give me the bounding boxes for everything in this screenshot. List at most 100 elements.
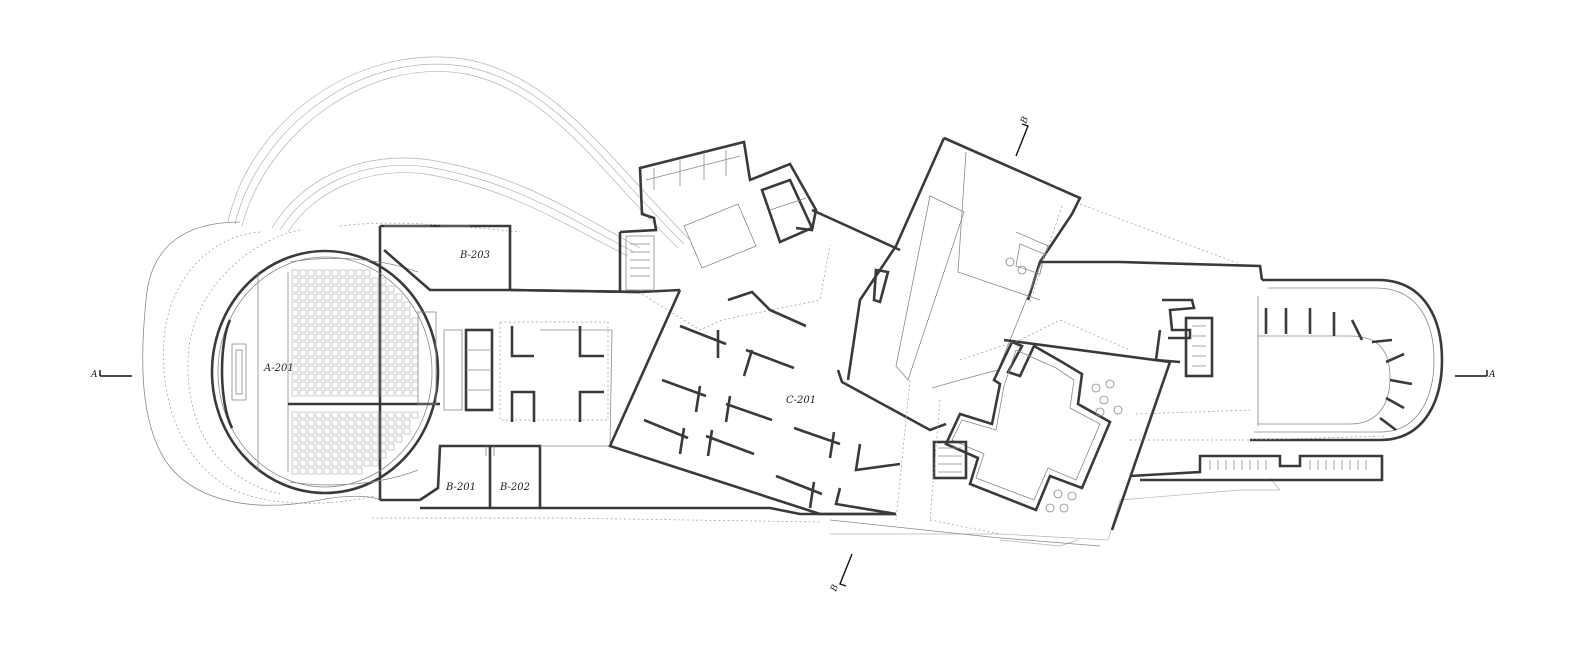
seat bbox=[379, 411, 387, 419]
seat bbox=[355, 269, 363, 277]
seat bbox=[315, 365, 323, 373]
seat bbox=[411, 333, 419, 341]
seat bbox=[363, 381, 371, 389]
seat bbox=[379, 293, 387, 301]
seat bbox=[347, 435, 355, 443]
seat bbox=[331, 365, 339, 373]
seat bbox=[387, 435, 395, 443]
seat bbox=[363, 357, 371, 365]
seat bbox=[299, 293, 307, 301]
seat bbox=[307, 325, 315, 333]
seat bbox=[403, 381, 411, 389]
seat bbox=[379, 419, 387, 427]
seat bbox=[307, 459, 315, 467]
seat bbox=[379, 309, 387, 317]
seat bbox=[371, 443, 379, 451]
seat bbox=[291, 357, 299, 365]
seat bbox=[355, 341, 363, 349]
seat bbox=[355, 459, 363, 467]
seat bbox=[387, 365, 395, 373]
seat bbox=[307, 333, 315, 341]
seat bbox=[355, 309, 363, 317]
seat bbox=[347, 373, 355, 381]
seat bbox=[403, 427, 411, 435]
seat bbox=[395, 333, 403, 341]
seat bbox=[387, 419, 395, 427]
seat bbox=[315, 419, 323, 427]
seat bbox=[363, 293, 371, 301]
seat bbox=[307, 373, 315, 381]
seat bbox=[315, 301, 323, 309]
seat bbox=[371, 309, 379, 317]
seat bbox=[379, 373, 387, 381]
seat bbox=[387, 293, 395, 301]
seat bbox=[411, 389, 419, 397]
seat bbox=[371, 277, 379, 285]
seat bbox=[395, 341, 403, 349]
seat bbox=[347, 427, 355, 435]
seat bbox=[379, 325, 387, 333]
seat bbox=[363, 285, 371, 293]
gallery-c201 bbox=[608, 289, 901, 516]
seat bbox=[307, 435, 315, 443]
seat bbox=[403, 325, 411, 333]
seat bbox=[291, 389, 299, 397]
seat bbox=[315, 459, 323, 467]
seat bbox=[331, 381, 339, 389]
seat bbox=[347, 333, 355, 341]
seat bbox=[323, 365, 331, 373]
seat bbox=[315, 381, 323, 389]
seat bbox=[371, 381, 379, 389]
seat bbox=[291, 467, 299, 475]
seat bbox=[323, 467, 331, 475]
seat bbox=[395, 309, 403, 317]
seat bbox=[403, 411, 411, 419]
seat bbox=[347, 459, 355, 467]
seat bbox=[291, 427, 299, 435]
seat bbox=[347, 309, 355, 317]
seat bbox=[339, 357, 347, 365]
seat bbox=[355, 443, 363, 451]
seat bbox=[339, 365, 347, 373]
seat bbox=[355, 411, 363, 419]
seat bbox=[339, 411, 347, 419]
seat bbox=[323, 293, 331, 301]
seat bbox=[291, 419, 299, 427]
seat bbox=[291, 269, 299, 277]
seat bbox=[379, 427, 387, 435]
seat bbox=[363, 451, 371, 459]
seat bbox=[315, 411, 323, 419]
section-label-a-right: A bbox=[1488, 370, 1496, 380]
seat bbox=[379, 301, 387, 309]
seat bbox=[347, 349, 355, 357]
seat bbox=[355, 277, 363, 285]
rooms-b201-b202 bbox=[419, 444, 895, 516]
seat bbox=[299, 309, 307, 317]
seat bbox=[347, 325, 355, 333]
seat bbox=[307, 451, 315, 459]
seat bbox=[403, 389, 411, 397]
seat bbox=[363, 411, 371, 419]
seat bbox=[331, 357, 339, 365]
seat bbox=[291, 277, 299, 285]
seat bbox=[347, 365, 355, 373]
seat bbox=[395, 419, 403, 427]
seat bbox=[323, 411, 331, 419]
room-label-b203: B-203 bbox=[459, 250, 490, 261]
seat bbox=[299, 285, 307, 293]
seat bbox=[395, 301, 403, 309]
seat bbox=[387, 389, 395, 397]
seat bbox=[411, 357, 419, 365]
seat bbox=[347, 269, 355, 277]
seat bbox=[291, 285, 299, 293]
seat bbox=[323, 285, 331, 293]
seat bbox=[395, 365, 403, 373]
seat bbox=[347, 381, 355, 389]
seat bbox=[363, 325, 371, 333]
seat bbox=[323, 317, 331, 325]
seat bbox=[299, 427, 307, 435]
seat bbox=[395, 349, 403, 357]
seat bbox=[331, 277, 339, 285]
seat bbox=[291, 349, 299, 357]
seat bbox=[371, 435, 379, 443]
